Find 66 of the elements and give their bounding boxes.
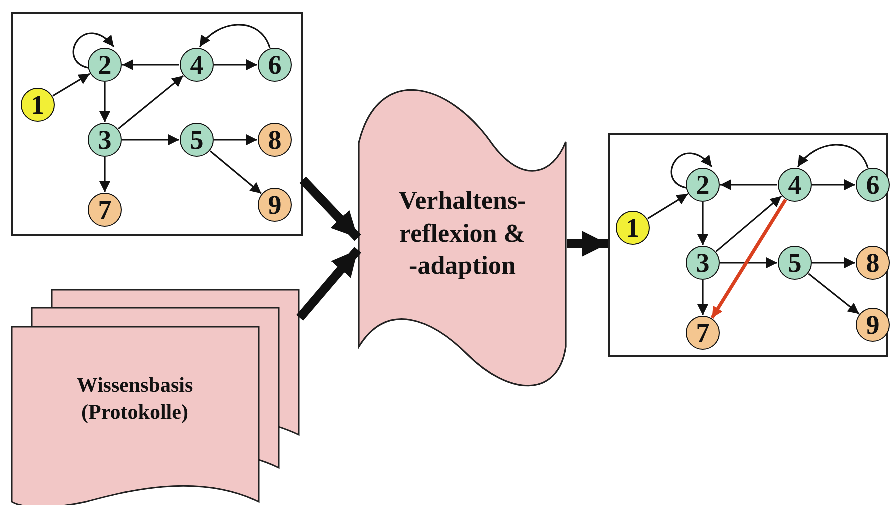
graph-node-circle (88, 123, 122, 157)
arrow (214, 134, 258, 146)
node-number: 2 (696, 172, 710, 198)
arrow (199, 24, 271, 48)
graph-node-circle (88, 193, 122, 227)
arrow (100, 158, 110, 192)
node-number: 2 (98, 52, 112, 78)
node-number: 7 (98, 196, 112, 224)
node-number: 6 (866, 172, 880, 198)
arrow (720, 180, 778, 190)
arrow (122, 134, 180, 146)
arrow (72, 32, 115, 69)
graph-node-circle (778, 168, 812, 202)
document-stack (12, 290, 300, 504)
arrow (210, 150, 262, 194)
arrow (214, 60, 258, 70)
node-number: 9 (866, 312, 880, 338)
graph-node-circle (686, 316, 720, 350)
graph-node-circle (258, 123, 292, 157)
graph-node-circle (686, 246, 720, 280)
node-number: 9 (268, 192, 282, 218)
graph-node-circle (616, 211, 650, 245)
node-number: 1 (626, 214, 640, 242)
node-number: 4 (788, 172, 802, 198)
thick-arrow (710, 198, 788, 320)
graph-panel (11, 12, 303, 236)
node-number: 7 (696, 320, 710, 346)
node-number: 3 (696, 250, 710, 276)
arrow (648, 193, 688, 220)
node-number: 6 (268, 52, 282, 78)
thick-arrow (567, 231, 608, 257)
graph-panel (608, 133, 888, 357)
graph-node-circle (88, 48, 122, 82)
node-number: 8 (268, 126, 282, 154)
graph-node-circle (21, 88, 55, 122)
document-label: Wissensbasis (Protokolle) (76, 372, 194, 426)
arrow (698, 202, 708, 246)
arrow (808, 273, 860, 315)
graph-node-circle (856, 168, 890, 202)
node-number: 5 (190, 126, 204, 154)
graph-node-circle (180, 123, 214, 157)
graph-node-circle (258, 188, 292, 222)
graph-node-circle (686, 168, 720, 202)
graph-node-circle (180, 48, 214, 82)
arrow (698, 280, 708, 316)
arrow (812, 180, 856, 190)
arrow (52, 73, 90, 97)
arrow (670, 152, 713, 189)
arrow (100, 82, 110, 122)
arrow (797, 144, 869, 168)
node-number: 1 (31, 92, 45, 118)
arrow (118, 75, 184, 130)
graph-node-circle (856, 246, 890, 280)
process-label: Verhaltens- reflexion & -adaption (398, 185, 528, 282)
node-number: 5 (788, 250, 802, 276)
graph-node-circle (778, 246, 812, 280)
node-number: 4 (190, 52, 204, 78)
arrow (122, 60, 180, 70)
node-number: 8 (866, 250, 880, 276)
arrow (716, 196, 782, 252)
node-number: 3 (98, 126, 112, 154)
arrow (720, 258, 778, 268)
graph-node-circle (856, 308, 890, 342)
graph-node-circle (258, 48, 292, 82)
thick-arrow (300, 176, 362, 242)
arrow (812, 258, 856, 268)
